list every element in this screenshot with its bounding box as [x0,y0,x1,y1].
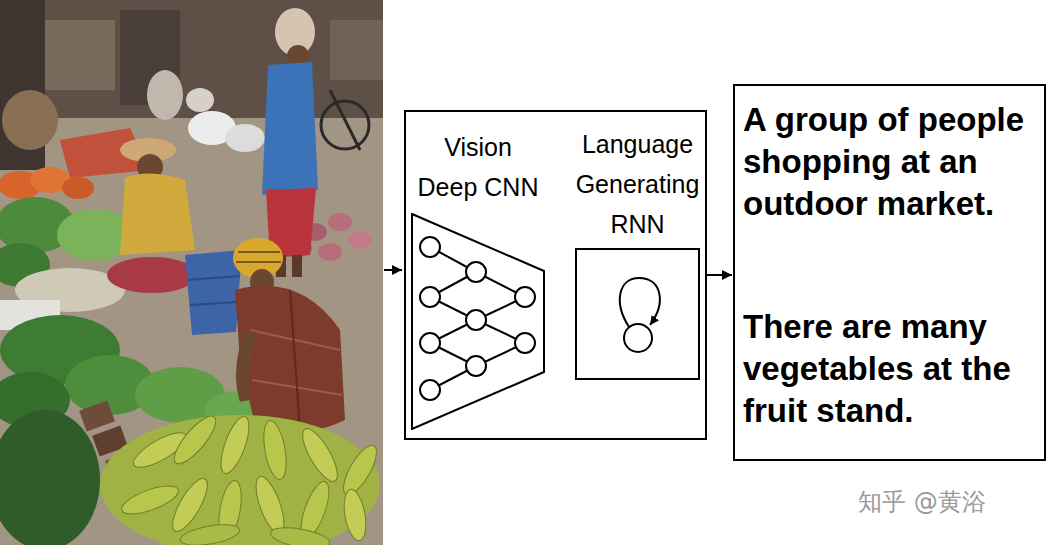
stall-background [330,20,383,80]
leafy-greens [0,410,100,545]
flow-arrow [707,274,732,276]
crouching-woman [235,286,345,433]
seated-woman [107,138,197,293]
recurrent-symbol [577,250,698,378]
market-photo [0,0,383,545]
crouching-woman [290,290,300,430]
caption-box: A group of people shopping at an outdoor… [733,84,1046,461]
blue-basket [185,250,242,335]
stall-background [0,0,383,170]
onions [348,231,372,249]
stall-background [225,124,265,152]
stall-background [321,101,369,149]
standing-woman [262,62,318,195]
bananas [260,419,290,482]
onions [318,243,342,261]
neuron [420,333,440,353]
crouching-woman [238,251,280,253]
seated-woman [120,173,195,255]
cnn-trapezoid-outline [412,214,544,429]
neuron [466,356,486,376]
bananas [179,521,241,545]
neuron [466,262,486,282]
bananas [215,413,254,476]
cnn-trapezoid: Vision Deep CNN [411,213,545,430]
stall-background [330,90,360,150]
orange-produce [62,177,94,199]
bananas [296,424,343,486]
stall-background [45,20,115,90]
caption-text: A group of people shopping at an outdoor… [743,99,1038,225]
input-arrow-line [384,269,402,271]
blue-basket [185,250,242,335]
standing-woman [292,255,302,277]
onions [328,213,352,231]
model-frame: Vision Deep CNNLanguage Generating RNN [404,110,707,440]
bananas [337,441,382,499]
rnn-box: Language Generating RNN [575,248,700,380]
stall-background [147,70,183,120]
bananas [269,524,331,545]
neuron [420,380,440,400]
bananas [100,411,383,545]
stall-background [186,88,214,112]
seated-woman [107,257,197,293]
neuron [420,237,440,257]
cnn-outline [411,213,545,430]
crouching-woman [233,238,345,445]
blue-basket [190,302,238,305]
watermark: 知乎 @黄浴 [858,487,986,517]
bananas [250,473,289,536]
bamboo-shoots [79,401,115,432]
module-label: Vision Deep CNN [413,127,543,207]
standing-woman [262,8,318,277]
bananas [341,488,370,543]
neuron [515,287,535,307]
neuron [466,310,486,330]
stall-background [2,90,58,150]
recurrent-loop [620,278,660,327]
caption-text: There are many vegetables at the fruit s… [743,306,1038,432]
recurrent-unit [624,324,652,352]
crouching-woman [236,261,281,263]
neuron [515,333,535,353]
neuron [420,287,440,307]
bananas [168,411,222,470]
bananas [118,480,181,519]
blue-basket [188,276,240,280]
module-label: Language Generating RNN [573,124,703,244]
crouching-woman [236,330,258,402]
stall-background [0,0,383,118]
